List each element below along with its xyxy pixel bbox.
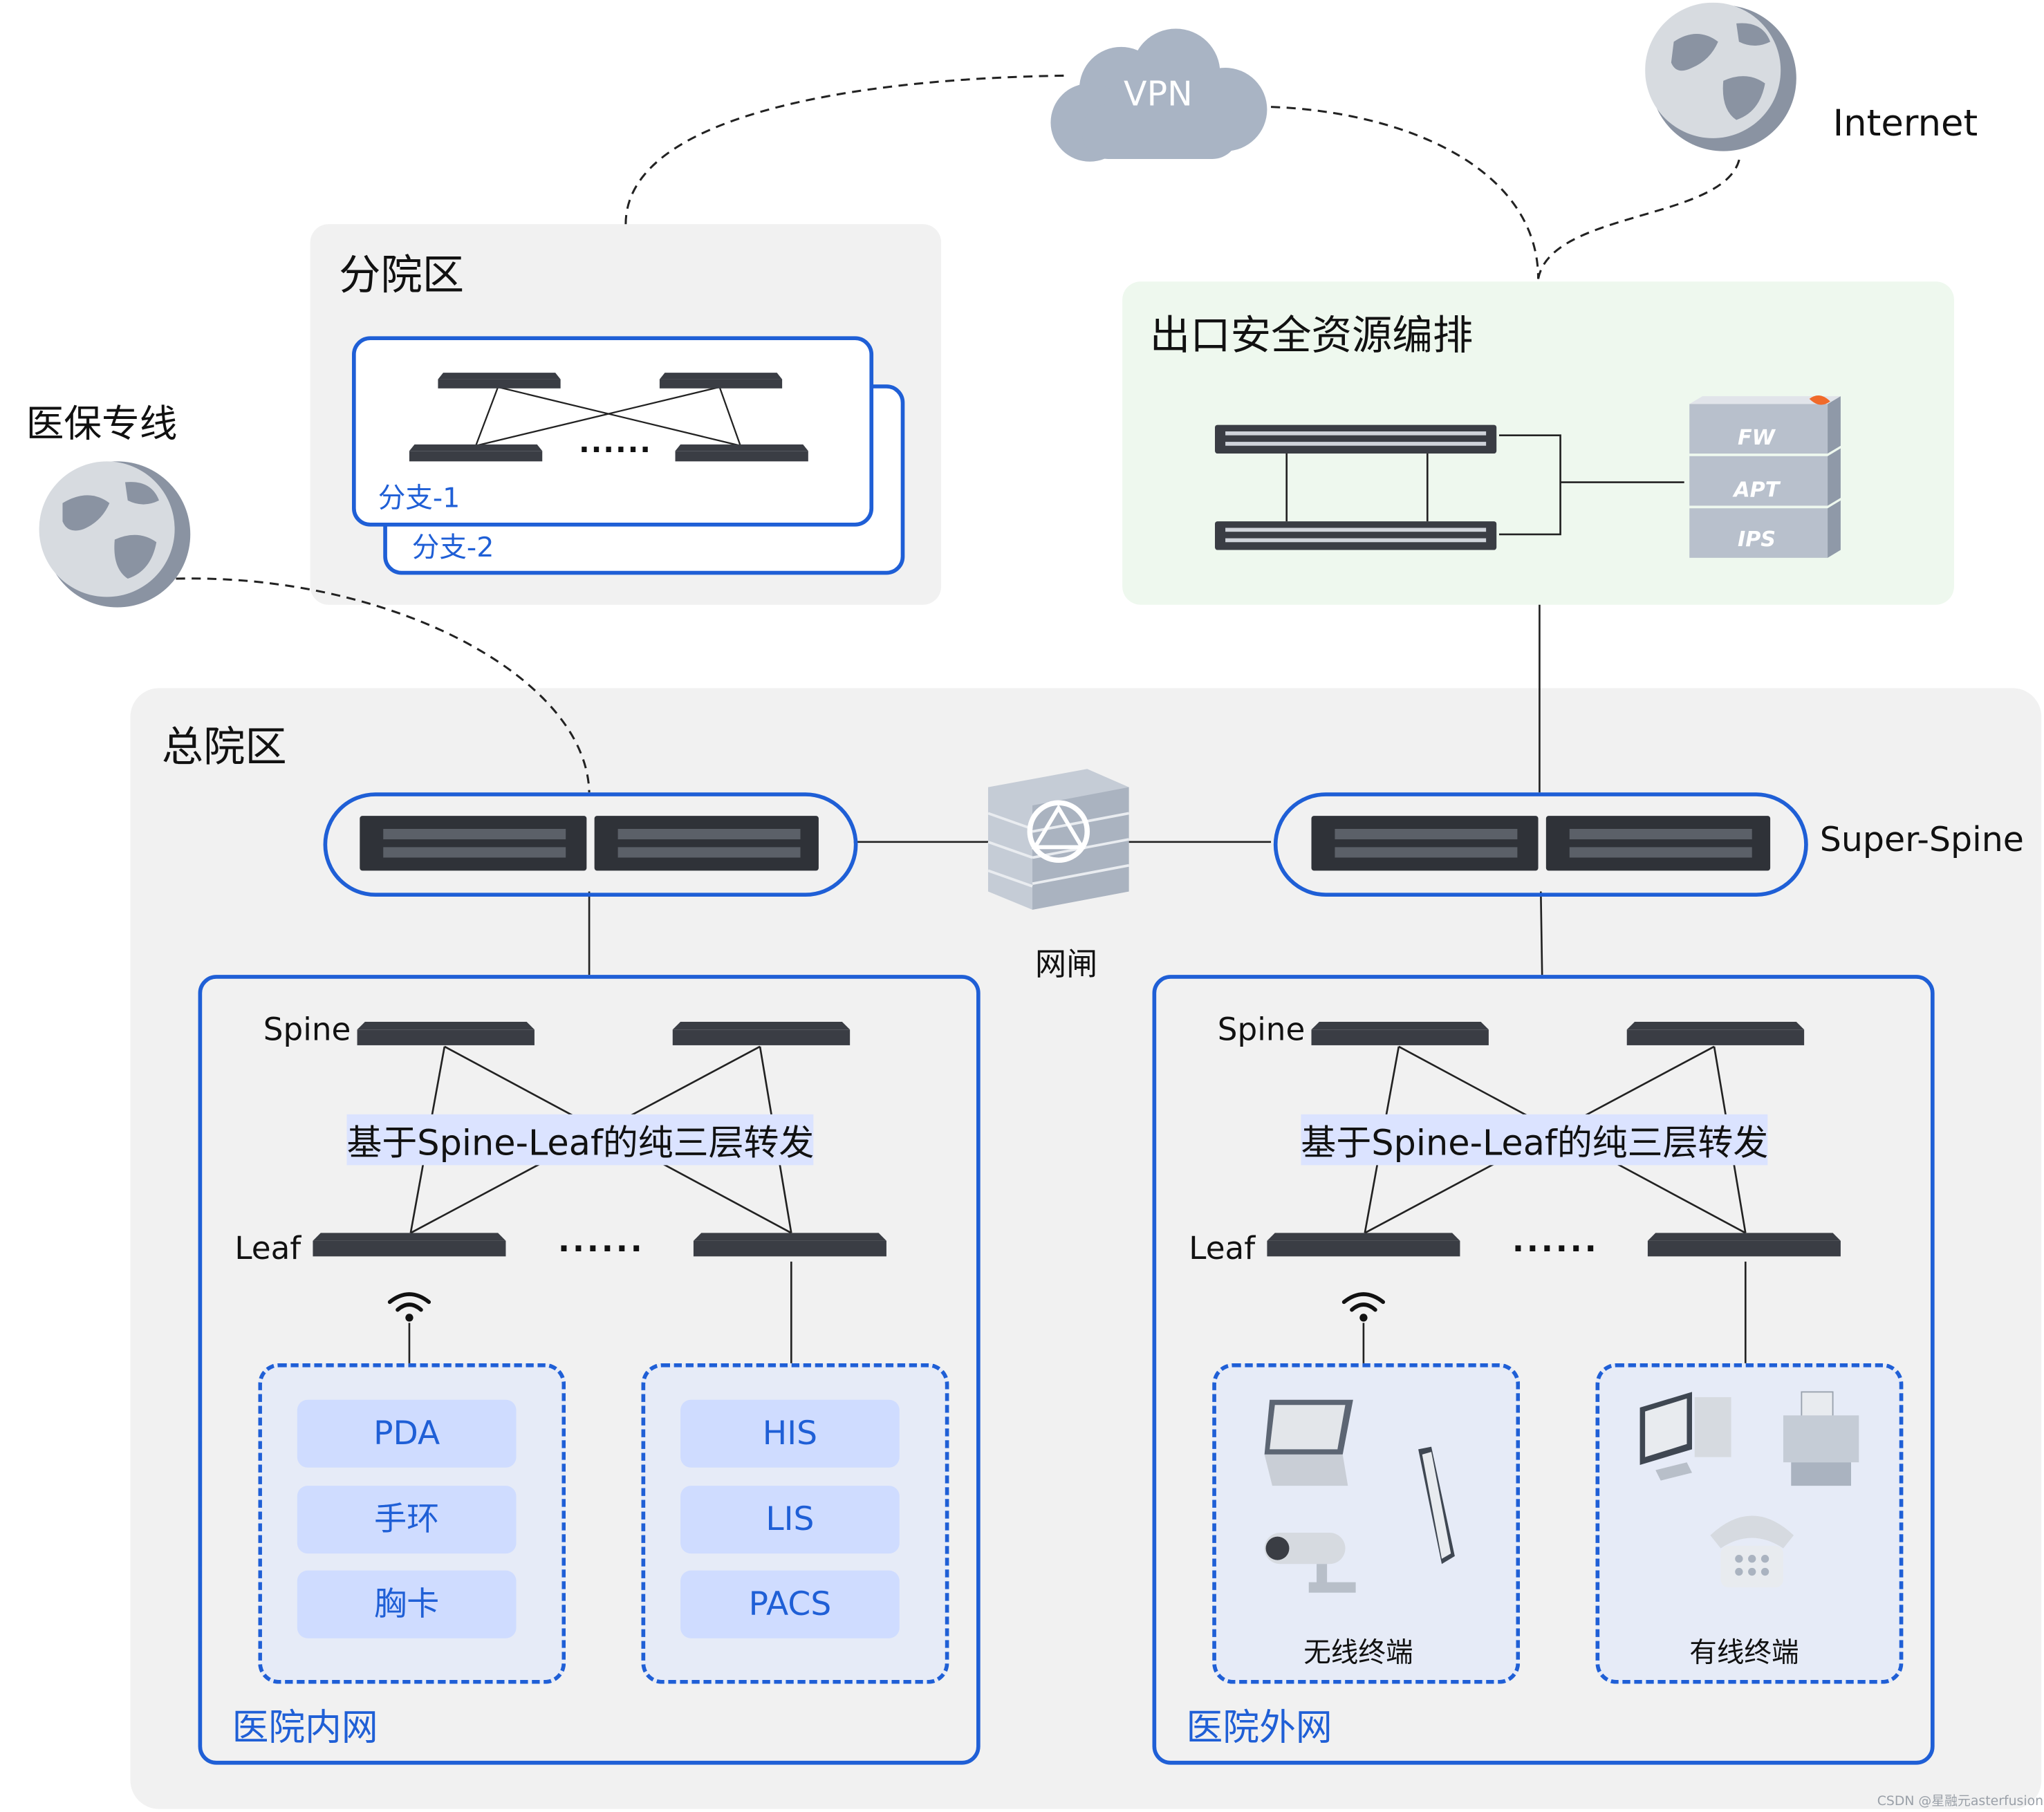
medical-insurance-label: 医保专线 <box>26 401 178 446</box>
super-spine-left-switches <box>360 816 819 871</box>
vpn-link-branch <box>624 74 1069 225</box>
extranet-spine-label: Spine <box>1217 1011 1306 1048</box>
super-spine-label: Super-Spine <box>1819 821 2024 861</box>
vpn-link-egress <box>1271 106 1540 279</box>
extranet-wifi-icon <box>1341 1292 1386 1322</box>
extranet-spine-switches <box>1311 1021 1805 1045</box>
intranet-spine-label: Spine <box>263 1011 351 1048</box>
app-lis: LIS <box>680 1486 900 1554</box>
branch-1-label: 分支-1 <box>378 482 461 514</box>
app-pda: PDA <box>297 1399 517 1468</box>
internet-globe-icon <box>1645 2 1796 151</box>
branch-2-label: 分支-2 <box>411 532 494 563</box>
app-badge: 胸卡 <box>297 1570 517 1638</box>
laptop-icon <box>1264 1399 1353 1486</box>
app-pacs: PACS <box>680 1570 900 1638</box>
app-his: HIS <box>680 1399 900 1468</box>
security-stack-icon <box>1689 395 1841 558</box>
extranet-title: 医院外网 <box>1186 1706 1332 1749</box>
egress-zone-title: 出口安全资源编排 <box>1149 312 1474 360</box>
super-spine-left-group <box>323 792 858 897</box>
super-spine-right-switches <box>1311 816 1771 871</box>
desktop-computer-icon <box>1639 1392 1731 1481</box>
vpn-cloud-icon <box>1050 28 1267 162</box>
network-gateway-firewall-icon <box>987 769 1129 910</box>
extranet-leaf-ellipsis: ...... <box>1512 1222 1599 1260</box>
intranet-fabric-caption: 基于Spine-Leaf的纯三层转发 <box>346 1114 815 1166</box>
internet-link <box>1537 153 1742 279</box>
wireless-terminals-label: 无线终端 <box>1303 1636 1413 1669</box>
extranet-box <box>1152 975 1935 1765</box>
super-spine-right-group <box>1273 792 1808 897</box>
printer-icon <box>1783 1391 1859 1486</box>
wired-terminals-label: 有线终端 <box>1689 1636 1799 1669</box>
security-ips-label: IPS <box>1737 526 1776 552</box>
branch-ellipsis: ...... <box>579 427 652 460</box>
security-apt-label: APT <box>1734 476 1780 502</box>
hq-zone-title: 总院区 <box>161 722 287 772</box>
intranet-spine-switches <box>357 1021 851 1045</box>
medical-insurance-globe-icon <box>39 461 191 608</box>
vpn-label: VPN <box>1124 75 1193 115</box>
tablet-icon <box>1418 1446 1455 1565</box>
egress-core-switches <box>1215 424 1497 550</box>
security-camera-icon <box>1264 1532 1356 1593</box>
intranet-leaf-ellipsis: ...... <box>557 1222 645 1260</box>
extranet-fabric-caption: 基于Spine-Leaf的纯三层转发 <box>1301 1114 1769 1166</box>
watermark: CSDN @星融元asterfusion <box>1877 1794 2044 1809</box>
branch-fabric-switches <box>409 373 808 462</box>
intranet-leaf-switches <box>313 1233 886 1257</box>
security-fw-label: FW <box>1737 424 1775 450</box>
intranet-title: 医院内网 <box>232 1706 378 1749</box>
intranet-leaf-label: Leaf <box>234 1230 301 1267</box>
extranet-wireless-terminals-group <box>1212 1363 1521 1684</box>
branch-zone-title: 分院区 <box>339 250 465 300</box>
gateway-label: 网闸 <box>1034 946 1098 983</box>
extranet-leaf-label: Leaf <box>1189 1230 1256 1267</box>
extranet-leaf-switches <box>1267 1233 1841 1257</box>
superspine-right-down-link <box>1539 891 1543 975</box>
internet-label: Internet <box>1832 102 1978 145</box>
intranet-wifi-icon <box>387 1292 431 1322</box>
app-wristband: 手环 <box>297 1486 517 1554</box>
intranet-box <box>198 975 981 1765</box>
telephone-icon <box>1710 1515 1794 1588</box>
branch-1-box <box>352 336 874 527</box>
